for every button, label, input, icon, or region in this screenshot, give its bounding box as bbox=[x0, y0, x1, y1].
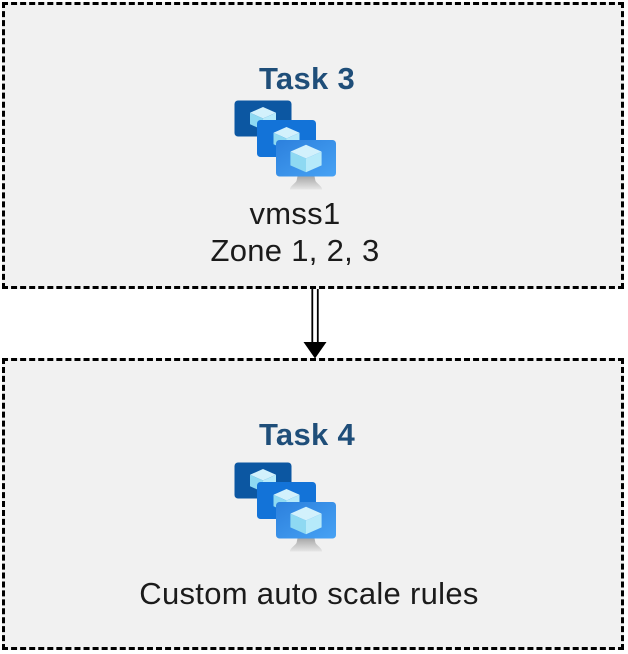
task4-title: Task 4 bbox=[258, 416, 355, 452]
task4-caption: Custom auto scale rules bbox=[1, 575, 617, 612]
task3-title: Task 3 bbox=[258, 60, 355, 96]
task3-caption: vmss1 Zone 1, 2, 3 bbox=[0, 195, 603, 269]
flow-arrow bbox=[303, 289, 327, 359]
task4-box: Task 4 Custom auto scale rules bbox=[2, 358, 624, 650]
task3-box: Task 3 vmss1 Zone 1, 2, 3 bbox=[2, 2, 624, 289]
autoscale-rules-label: Custom auto scale rules bbox=[139, 576, 479, 611]
zones-label: Zone 1, 2, 3 bbox=[210, 233, 380, 268]
vm-scale-sets-icon bbox=[234, 462, 338, 554]
vm-scale-sets-icon bbox=[234, 100, 338, 192]
vmss-name-label: vmss1 bbox=[249, 196, 341, 231]
